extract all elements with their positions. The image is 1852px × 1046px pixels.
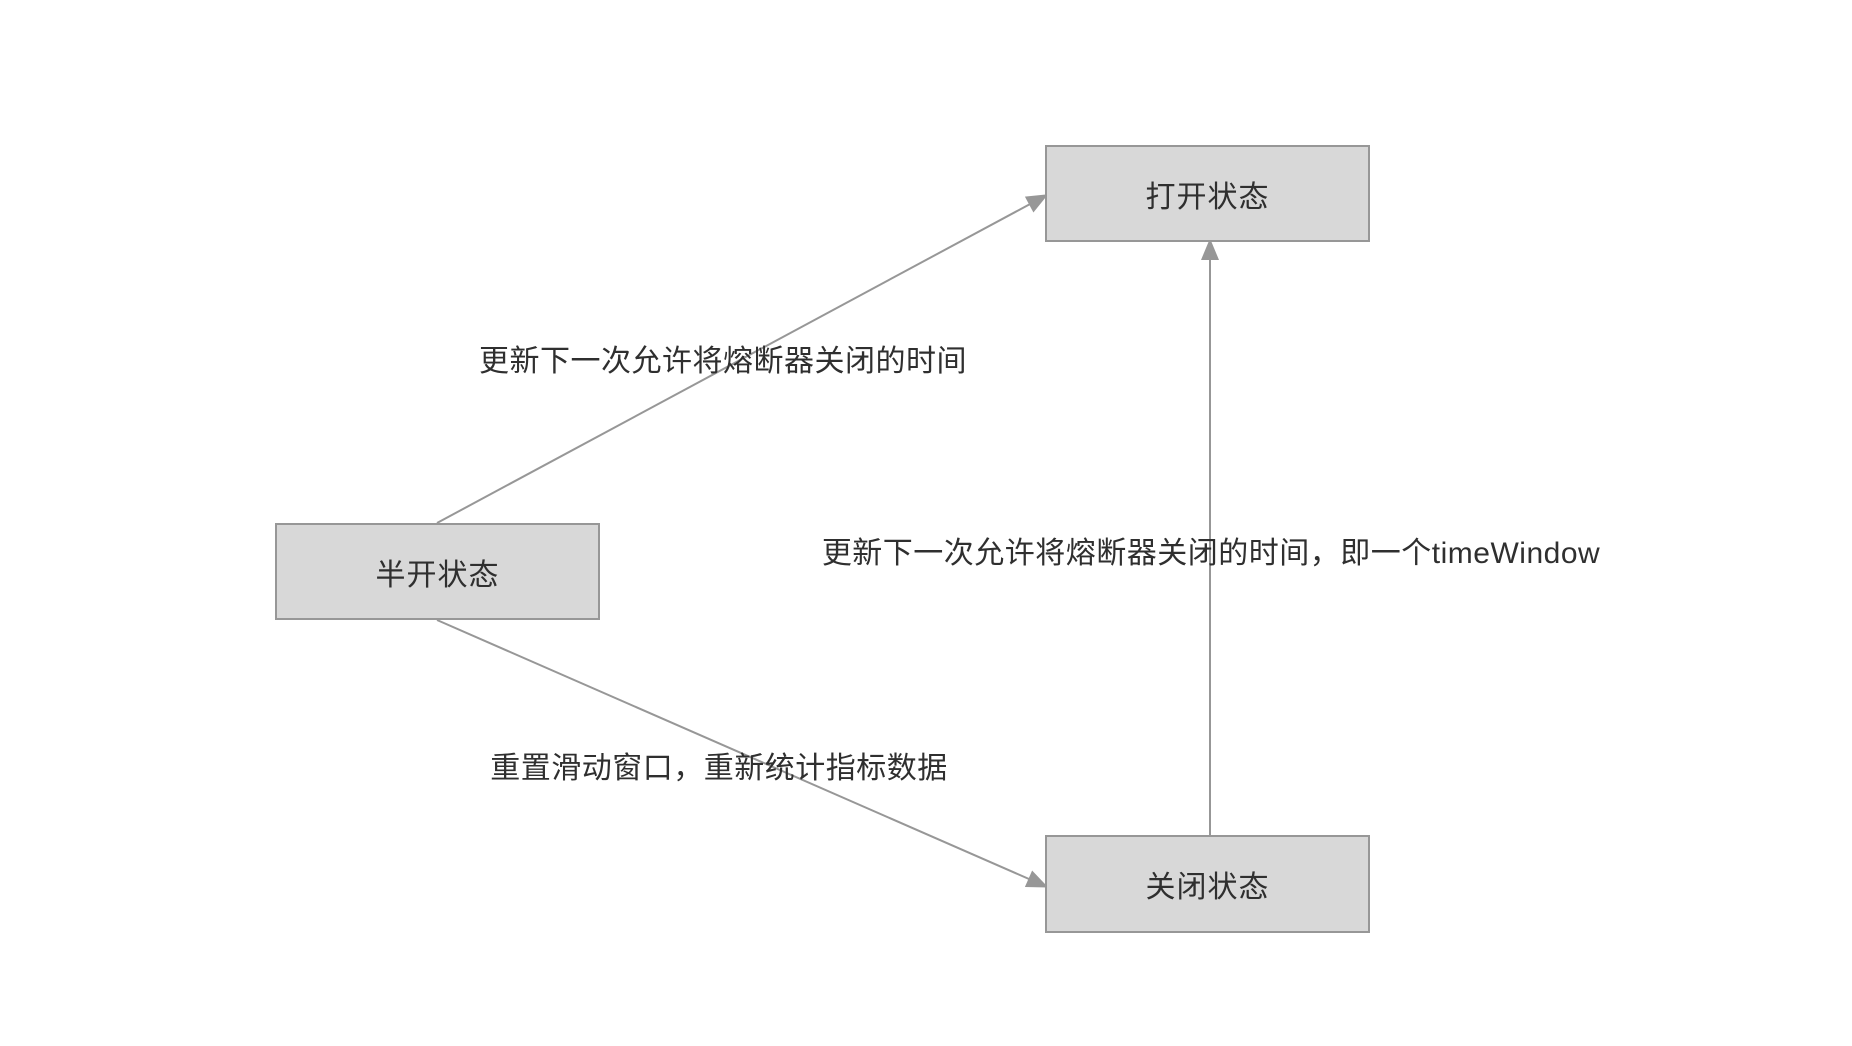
edge-line-half-open-to-open — [436, 194, 1049, 524]
edge-label-half-open-to-closed: 重置滑动窗口，重新统计指标数据 — [490, 752, 948, 785]
state-node-open: 打开状态 — [1045, 145, 1370, 242]
edge-label-closed-to-open: 更新下一次允许将熔断器关闭的时间，即一个timeWindow — [821, 537, 1601, 570]
state-node-closed: 关闭状态 — [1045, 835, 1370, 933]
state-node-open-label: 打开状态 — [1145, 180, 1270, 214]
state-node-half-open: 半开状态 — [275, 523, 600, 620]
state-node-closed-label: 关闭状态 — [1145, 871, 1270, 904]
edge-label-half-open-to-open: 更新下一次允许将熔断器关闭的时间 — [479, 345, 967, 378]
state-node-half-open-label: 半开状态 — [375, 558, 500, 592]
edge-line-half-open-to-closed — [436, 619, 1049, 888]
